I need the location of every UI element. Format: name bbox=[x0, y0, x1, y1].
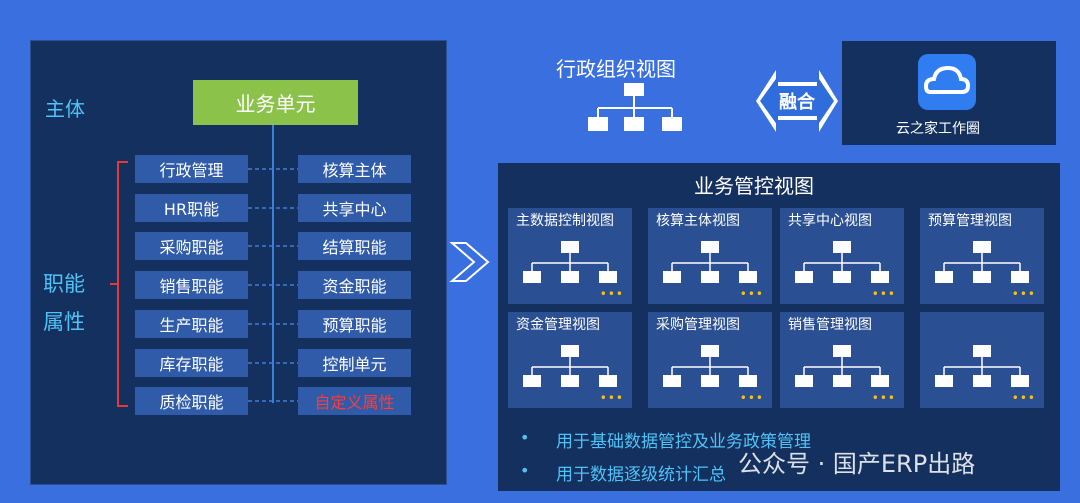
bullet-text-2: 用于数据逐级统计汇总 bbox=[556, 465, 726, 485]
view-card-title: 共享中心视图 bbox=[788, 213, 872, 229]
tree-node bbox=[561, 271, 579, 283]
function-box-sales: 销售职能 bbox=[135, 271, 248, 299]
tree-node bbox=[833, 241, 851, 253]
more-dots-icon: ••• bbox=[739, 391, 764, 405]
tree-node bbox=[973, 271, 991, 283]
tree-node bbox=[871, 375, 889, 387]
tree-node bbox=[833, 375, 851, 387]
function-box-shared-center: 共享中心 bbox=[298, 194, 411, 222]
bullet-icon: • bbox=[520, 428, 530, 447]
tree-node bbox=[561, 241, 579, 253]
tree-node bbox=[973, 345, 991, 357]
cloud-icon bbox=[918, 54, 976, 110]
view-card-title: 主数据控制视图 bbox=[516, 213, 614, 229]
more-dots-icon: ••• bbox=[871, 287, 896, 301]
tree-node bbox=[599, 375, 617, 387]
tree-node bbox=[795, 271, 813, 283]
cloud-workcircle-label: 云之家工作圈 bbox=[896, 121, 980, 137]
tree-node bbox=[1011, 375, 1029, 387]
view-card-title: 预算管理视图 bbox=[928, 213, 1012, 229]
tree-node bbox=[973, 375, 991, 387]
tree-node bbox=[701, 271, 719, 283]
more-dots-icon: ••• bbox=[1011, 287, 1036, 301]
bullet-icon: • bbox=[520, 461, 530, 480]
view-card-title: 销售管理视图 bbox=[788, 317, 872, 333]
more-dots-icon: ••• bbox=[599, 391, 624, 405]
control-view-title: 业务管控视图 bbox=[694, 174, 814, 198]
function-box-budget: 预算职能 bbox=[298, 310, 411, 338]
tree-node bbox=[935, 375, 953, 387]
tree-node bbox=[561, 345, 579, 357]
view-card-title: 采购管理视图 bbox=[656, 317, 740, 333]
function-box-accounting-entity: 核算主体 bbox=[298, 155, 411, 183]
tree-node bbox=[739, 271, 757, 283]
fusion-label: 融合 bbox=[779, 92, 815, 113]
function-box-hr: HR职能 bbox=[135, 194, 248, 222]
business-unit-box: 业务单元 bbox=[193, 80, 358, 125]
tree-node bbox=[523, 271, 541, 283]
tree-node bbox=[701, 375, 719, 387]
tree-node bbox=[701, 241, 719, 253]
tree-node bbox=[871, 271, 889, 283]
view-card-title: 资金管理视图 bbox=[516, 317, 600, 333]
function-box-production: 生产职能 bbox=[135, 310, 248, 338]
admin-view-title: 行政组织视图 bbox=[556, 57, 676, 81]
tree-node bbox=[663, 271, 681, 283]
tree-node bbox=[523, 375, 541, 387]
tree-node bbox=[833, 345, 851, 357]
function-box-control-unit: 控制单元 bbox=[298, 349, 411, 377]
view-card-title: 核算主体视图 bbox=[656, 213, 740, 229]
function-box-settlement: 结算职能 bbox=[298, 232, 411, 260]
tree-node bbox=[833, 271, 851, 283]
function-box-custom-attribute: 自定义属性 bbox=[298, 387, 411, 415]
subject-label: 主体 bbox=[45, 97, 85, 121]
view-card-accounting-entity: 核算主体视图 ••• bbox=[648, 208, 772, 304]
tree-node bbox=[663, 375, 681, 387]
tree-node bbox=[561, 375, 579, 387]
tree-node bbox=[935, 271, 953, 283]
attribute-label-line2: 属性 bbox=[43, 310, 85, 334]
tree-node bbox=[795, 375, 813, 387]
more-dots-icon: ••• bbox=[739, 287, 764, 301]
function-box-inventory: 库存职能 bbox=[135, 349, 248, 377]
watermark: 公众号 · 国产ERP出路 bbox=[738, 450, 976, 478]
bullet-text-1: 用于基础数据管控及业务政策管理 bbox=[556, 432, 811, 452]
tree-node bbox=[599, 271, 617, 283]
function-box-funds: 资金职能 bbox=[298, 271, 411, 299]
more-dots-icon: ••• bbox=[1011, 391, 1036, 405]
tree-node bbox=[1011, 271, 1029, 283]
more-dots-icon: ••• bbox=[599, 287, 624, 301]
function-box-admin: 行政管理 bbox=[135, 155, 248, 183]
attribute-label-line1: 职能 bbox=[43, 272, 85, 296]
function-box-quality: 质检职能 bbox=[135, 387, 248, 415]
tree-node bbox=[701, 345, 719, 357]
tree-node bbox=[973, 241, 991, 253]
more-dots-icon: ••• bbox=[871, 391, 896, 405]
tree-node bbox=[739, 375, 757, 387]
function-box-purchase: 采购职能 bbox=[135, 232, 248, 260]
